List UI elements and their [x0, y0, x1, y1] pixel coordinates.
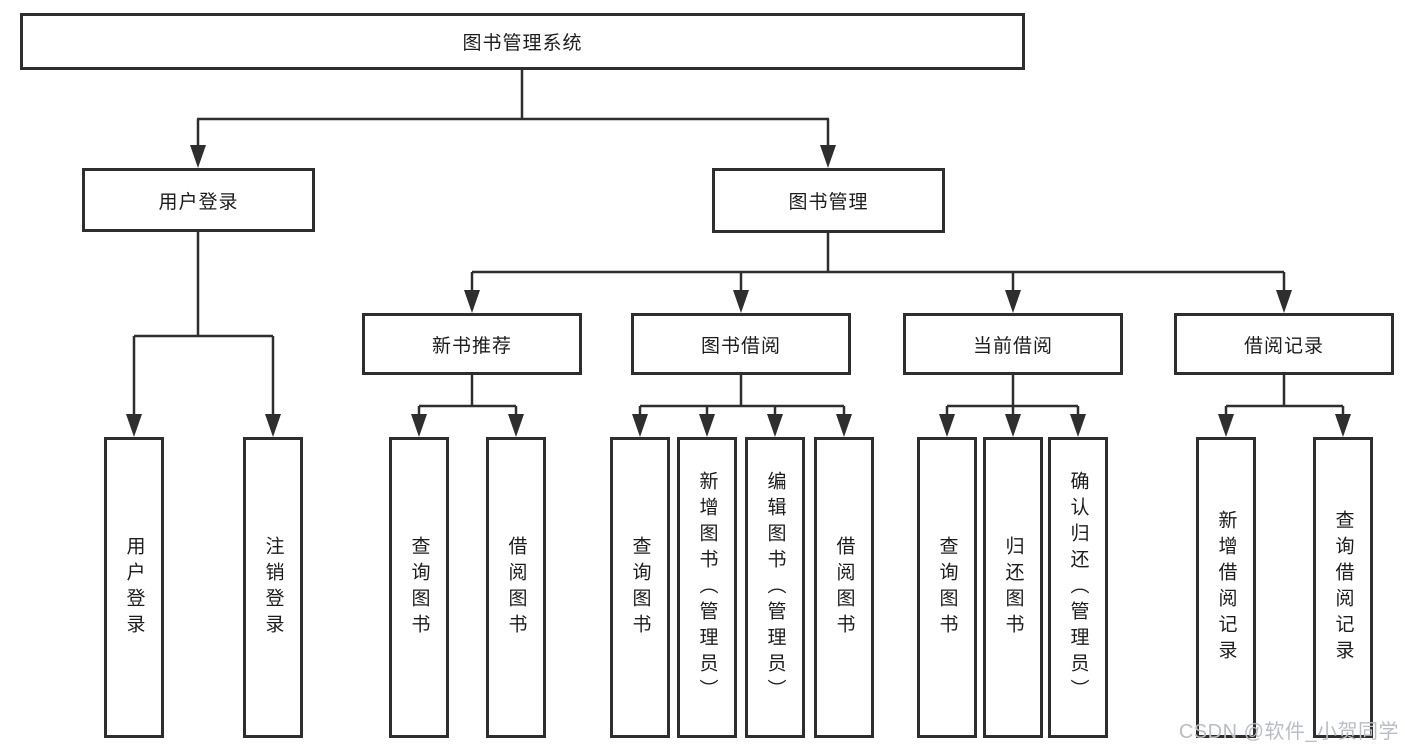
node-current-borrowing: 当前借阅	[903, 313, 1123, 375]
node-leaf-add-book-admin: 新增图书（管理员）	[677, 437, 737, 738]
node-leaf-logout: 注销登录	[243, 437, 303, 738]
node-borrowing-records: 借阅记录	[1174, 313, 1394, 375]
node-leaf-confirm-return-admin: 确认归还（管理员）	[1048, 437, 1108, 738]
node-leaf-borrow-books-borrowing: 借阅图书	[814, 437, 874, 738]
node-book-borrowing: 图书借阅	[631, 313, 851, 375]
node-label: 图书管理系统	[462, 33, 583, 54]
node-leaf-query-books-recommend: 查询图书	[389, 437, 449, 738]
node-label: 注销登录	[262, 535, 284, 640]
node-label: 借阅图书	[505, 535, 527, 640]
node-user-login: 用户登录	[82, 168, 315, 232]
node-label: 查询图书	[629, 535, 651, 640]
node-label: 新增借阅记录	[1215, 509, 1237, 666]
node-leaf-borrow-books-recommend: 借阅图书	[486, 437, 546, 738]
csdn-watermark: CSDN @软件_小贺同学	[1178, 721, 1399, 743]
node-label: 用户登录	[158, 191, 239, 213]
node-label: 新增图书（管理员）	[696, 470, 718, 705]
node-leaf-user-login: 用户登录	[104, 437, 164, 738]
node-label: 图书管理	[788, 192, 869, 213]
node-label: 归还图书	[1002, 535, 1024, 640]
node-library-management-system: 图书管理系统	[20, 13, 1025, 70]
node-label: 查询借阅记录	[1332, 509, 1354, 666]
node-label: 图书借阅	[700, 335, 781, 357]
node-label: 查询图书	[408, 535, 430, 640]
node-leaf-edit-book-admin: 编辑图书（管理员）	[745, 437, 805, 738]
node-label: 用户登录	[123, 535, 145, 640]
node-label: 新书推荐	[431, 335, 512, 357]
node-label: 借阅记录	[1243, 335, 1324, 357]
node-leaf-query-books-borrowing: 查询图书	[610, 437, 670, 738]
node-leaf-query-books-current: 查询图书	[917, 437, 977, 738]
node-label: 确认归还（管理员）	[1067, 470, 1089, 705]
node-leaf-add-borrow-record: 新增借阅记录	[1196, 437, 1256, 738]
node-new-book-recommendation: 新书推荐	[362, 313, 582, 375]
node-label: 借阅图书	[833, 535, 855, 640]
node-label: 查询图书	[936, 535, 958, 640]
node-leaf-return-books: 归还图书	[983, 437, 1043, 738]
node-leaf-query-borrow-record: 查询借阅记录	[1313, 437, 1373, 738]
node-label: 当前借阅	[972, 335, 1053, 357]
node-label: 编辑图书（管理员）	[764, 470, 786, 705]
node-book-management: 图书管理	[712, 168, 945, 233]
